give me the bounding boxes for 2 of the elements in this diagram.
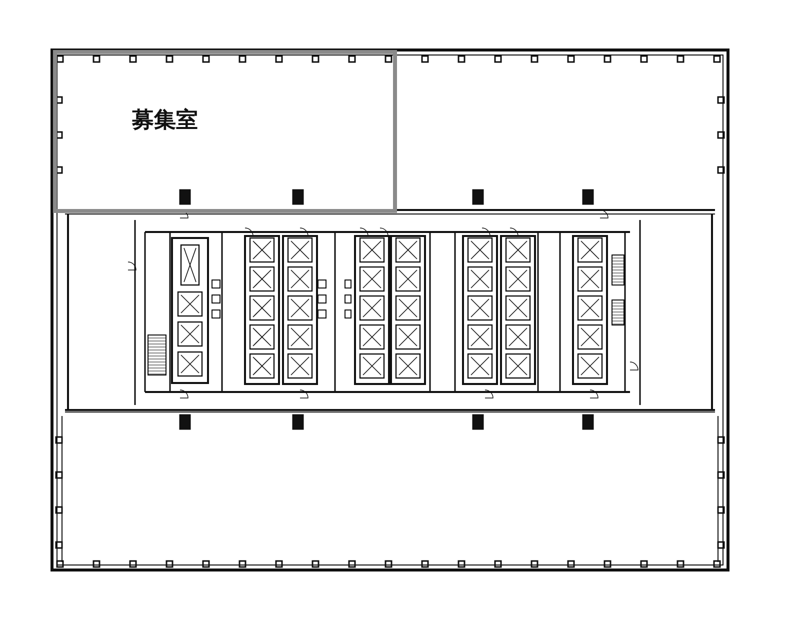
- room-label: 募集室: [132, 106, 198, 134]
- highlighted-room: [53, 50, 397, 213]
